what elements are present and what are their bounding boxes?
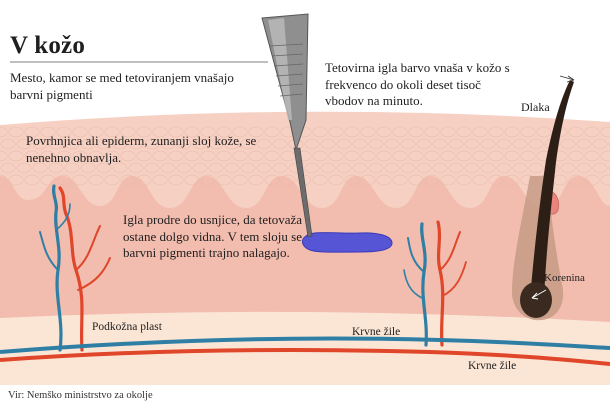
root-pointer-head — [531, 292, 539, 300]
needle-highlight — [268, 18, 292, 120]
dermis-layer — [0, 176, 610, 340]
hair-pointer — [559, 75, 575, 81]
root-label: Korenina — [544, 272, 585, 284]
vessel-tree-left — [39, 184, 111, 352]
epidermis-annotation: Povrhnjica ali epiderm, zunanji sloj kož… — [26, 133, 257, 165]
main-vein — [0, 336, 610, 354]
source-credit: Vir: Nemško ministrstvo za okolje — [8, 390, 153, 401]
blood-vessels-label-lower: Krvne žile — [468, 360, 517, 372]
hair-bulb — [520, 282, 552, 318]
main-artery — [0, 348, 610, 366]
tattoo-pigment — [302, 232, 393, 253]
blood-vessels-label-upper: Krvne žile — [352, 326, 401, 338]
tattoo-needle — [261, 13, 313, 238]
hair-pointer-head — [566, 75, 575, 83]
root-pointer — [531, 289, 547, 299]
hair-shaft — [530, 80, 574, 300]
dermis-annotation: Igla prodre do usnjice, da tetovaža osta… — [123, 212, 303, 261]
vessel-tree-right — [403, 220, 467, 347]
needle-annotation: Tetovirna igla barvo vnaša v kožo s frek… — [325, 60, 510, 109]
hair-follicle — [512, 80, 574, 321]
subcutaneous-label: Podkožna plast — [92, 321, 162, 333]
epidermis-cells — [0, 126, 610, 186]
diagram-subtitle: Mesto, kamor se med tetoviranjem vnašajo… — [10, 70, 234, 102]
hair-label: Dlaka — [521, 100, 550, 114]
page-title: V kožo — [10, 32, 86, 59]
needle-grip-lines — [269, 43, 304, 97]
needle-tip — [293, 147, 313, 238]
